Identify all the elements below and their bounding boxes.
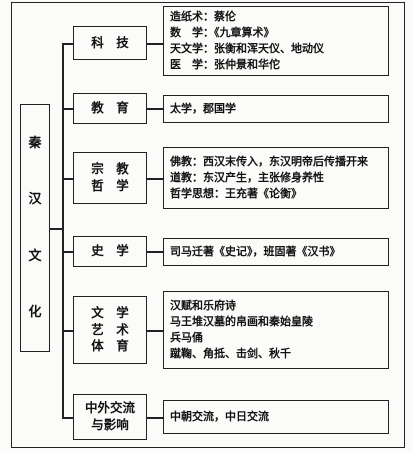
detail-foreign-exchange: 中朝交流，中日交流 xyxy=(163,400,389,434)
detail-line: 兵马俑 xyxy=(170,331,203,344)
detail-religion-philosophy: 佛教：西汉末传入，东汉明帝后传播开来 道教：东汉产生，主张修身养性 哲学思想：王… xyxy=(163,147,389,209)
category-label: 宗 教 xyxy=(91,161,129,177)
detail-literature-art-sports: 汉赋和乐府诗 马王堆汉墓的帛画和秦始皇陵 兵马俑 蹴鞠、角抵、击剑、秋千 xyxy=(163,291,389,369)
detail-science-tech: 造纸术：蔡伦 数 学：《九章算术》 天文学：张衡和浑天仪、地动仪 医 学：张仲景… xyxy=(163,6,389,76)
category-label: 教 育 xyxy=(91,100,129,116)
category-label: 文 学 xyxy=(91,304,129,320)
branch-connector xyxy=(62,43,73,45)
detail-line: 道教：东汉产生，主张修身养性 xyxy=(170,171,324,185)
category-label: 与影响 xyxy=(91,417,129,432)
category-label: 艺 术 xyxy=(91,321,129,337)
category-religion-philosophy: 宗 教 哲 学 xyxy=(73,152,147,204)
detail-education: 太学，郡国学 xyxy=(163,95,389,123)
category-science-tech: 科 技 xyxy=(73,26,147,60)
outer-frame xyxy=(11,2,405,448)
detail-line: 数 学：《九章算术》 xyxy=(170,26,275,40)
detail-connector xyxy=(147,178,163,180)
category-education: 教 育 xyxy=(73,93,147,124)
root-node: 秦 汉 文 化 xyxy=(20,104,50,352)
detail-line: 马王堆汉墓的帛画和秦始皇陵 xyxy=(170,315,313,329)
root-char: 秦 xyxy=(28,135,42,151)
detail-history: 司马迁著《史记》，班固著《汉书》 xyxy=(163,238,389,266)
detail-line: 医 学：张仲景和华佗 xyxy=(170,57,280,71)
detail-line: 天文学：张衡和浑天仪、地动仪 xyxy=(170,42,324,55)
category-label: 体 育 xyxy=(91,338,129,354)
branch-connector xyxy=(62,251,73,253)
detail-line: 佛教：西汉末传入，东汉明帝后传播开来 xyxy=(170,155,368,169)
detail-line: 司马迁著《史记》，班固著《汉书》 xyxy=(170,245,341,259)
detail-connector xyxy=(147,330,163,332)
spine-line xyxy=(62,43,64,417)
detail-line: 造纸术：蔡伦 xyxy=(170,10,236,24)
category-literature-art-sports: 文 学 艺 术 体 育 xyxy=(73,296,147,364)
branch-connector xyxy=(62,178,73,180)
detail-connector xyxy=(147,251,163,253)
detail-line: 汉赋和乐府诗 xyxy=(170,299,236,313)
category-label: 史 学 xyxy=(91,243,129,259)
category-label: 科 技 xyxy=(91,34,129,50)
detail-connector xyxy=(147,417,163,419)
detail-line: 哲学思想：王充著《论衡》 xyxy=(170,186,302,200)
category-foreign-exchange: 中外交流 与影响 xyxy=(73,394,147,440)
branch-connector xyxy=(62,330,73,332)
category-history: 史 学 xyxy=(73,236,147,267)
category-label: 中外交流 xyxy=(84,400,135,416)
detail-line: 蹴鞠、角抵、击剑、秋千 xyxy=(170,346,291,360)
root-connector xyxy=(50,228,62,230)
root-char: 化 xyxy=(28,305,42,321)
branch-connector xyxy=(62,417,73,419)
branch-connector xyxy=(62,108,73,110)
detail-connector xyxy=(147,43,163,45)
root-char: 文 xyxy=(28,248,42,264)
detail-line: 太学，郡国学 xyxy=(170,102,236,116)
root-char: 汉 xyxy=(28,192,42,208)
detail-line: 中朝交流，中日交流 xyxy=(170,410,269,424)
category-label: 哲 学 xyxy=(91,178,129,193)
detail-connector xyxy=(147,108,163,110)
